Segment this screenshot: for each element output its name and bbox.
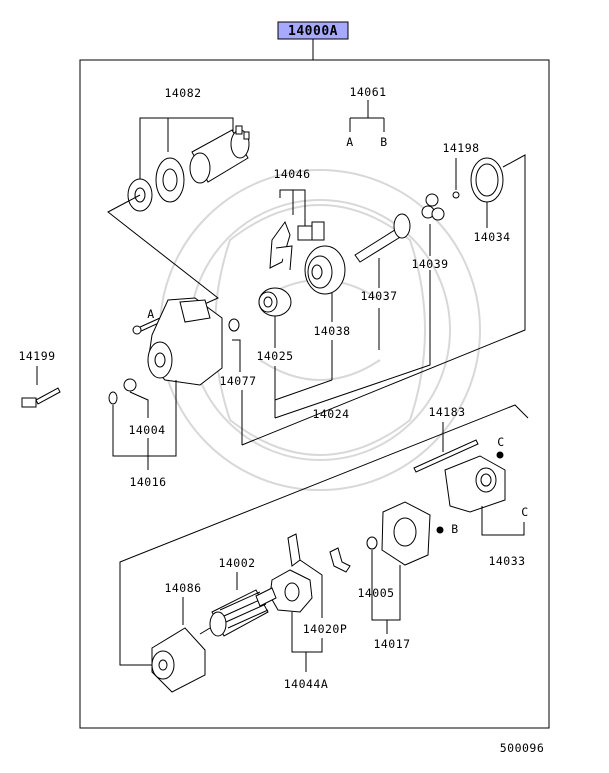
yoke-14086[interactable]: 14086 — [119, 404, 529, 693]
through-bolt-14183[interactable]: 14183 — [413, 405, 479, 473]
part-number-14183: 14183 — [428, 405, 465, 419]
front-housing[interactable] — [147, 297, 223, 386]
part-number-14077: 14077 — [219, 374, 256, 388]
bolt-a[interactable]: A — [132, 307, 162, 335]
part-14033-variant-c: C — [521, 505, 528, 519]
part-number-14046: 14046 — [273, 167, 310, 181]
bushing-14004[interactable]: 14004 14016 — [108, 378, 177, 489]
seal-ring[interactable]: 14034 — [241, 154, 526, 446]
washer-14198[interactable]: 14198 — [442, 141, 479, 199]
part-number-14004: 14004 — [128, 423, 165, 437]
kit-14061[interactable]: 14061 A B — [346, 85, 387, 149]
planetary-gears-14039[interactable]: 14039 — [411, 193, 448, 345]
part-number-14025: 14025 — [256, 349, 293, 363]
assembly-frame — [79, 59, 550, 729]
part-number-14199: 14199 — [18, 349, 55, 363]
part-number-14038: 14038 — [313, 324, 350, 338]
screw-b[interactable]: B — [436, 522, 459, 536]
part-number-14037: 14037 — [360, 289, 397, 303]
brush-holder-14017[interactable]: 14005 14017 — [357, 501, 431, 651]
snap-ring-14077[interactable]: 14077 — [219, 318, 256, 445]
part-number-14024: 14024 — [312, 407, 349, 421]
assembly-code: 14000A — [288, 24, 338, 39]
part-14061-variant-a: A — [346, 135, 353, 149]
part-number-14002: 14002 — [218, 556, 255, 570]
solenoid-switch[interactable]: 14082 — [107, 86, 250, 316]
part-number-14198: 14198 — [442, 141, 479, 155]
part-number-14017: 14017 — [373, 637, 410, 651]
part-number-14061: 14061 — [349, 85, 386, 99]
part-number-14044a: 14044A — [284, 677, 329, 691]
callout-screw-b: B — [451, 522, 458, 536]
brush-set-14020p[interactable]: 14020P 14044A — [269, 533, 348, 691]
part-number-14016: 14016 — [129, 475, 166, 489]
part-number-14086: 14086 — [164, 581, 201, 595]
part-number-14033: 14033 — [488, 554, 525, 568]
nut-c[interactable]: C — [496, 435, 505, 459]
part-14061-variant-b: B — [380, 135, 387, 149]
part-number-14039: 14039 — [411, 257, 448, 271]
armature-14002[interactable]: 14002 — [199, 556, 277, 637]
lever-14046[interactable]: 14046 — [269, 167, 325, 271]
part-number-14034: 14034 — [473, 230, 510, 244]
gear-housing-14038[interactable]: 14038 — [304, 245, 351, 338]
callout-bolt-a: A — [147, 307, 154, 321]
overrunning-clutch-14025[interactable]: 14025 — [256, 287, 293, 363]
part-number-14005: 14005 — [357, 586, 394, 600]
kit-14024[interactable]: 14024 — [274, 308, 431, 421]
part-number-14020p: 14020P — [303, 622, 348, 636]
pinion-shaft-14037[interactable]: 14037 — [354, 213, 411, 303]
diagram-id: 500096 — [500, 741, 545, 755]
assembly-label[interactable]: 14000A — [277, 21, 349, 40]
rear-bracket-14033[interactable]: C 14033 — [444, 455, 529, 568]
bolt-14199[interactable]: 14199 — [18, 349, 61, 408]
terminal-clip[interactable] — [329, 547, 351, 573]
part-number-14082: 14082 — [164, 86, 201, 100]
watermark-emblem — [159, 169, 481, 491]
callout-nut-c: C — [497, 435, 504, 449]
